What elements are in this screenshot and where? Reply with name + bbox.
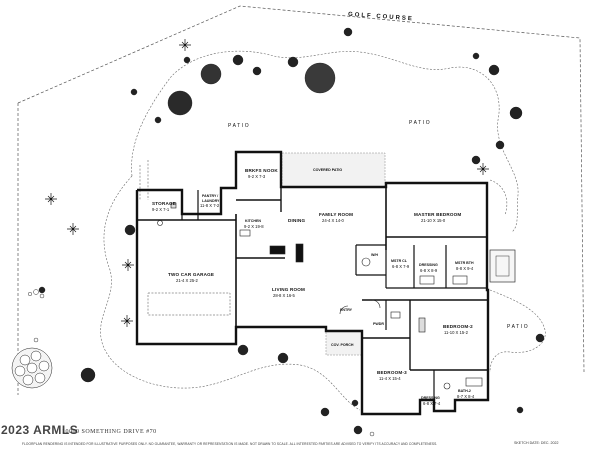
- shrub-icon: [232, 54, 244, 66]
- shrub-icon: [287, 56, 299, 68]
- room-label-dressing-2: DRESSING: [421, 396, 440, 400]
- shrub-icon: [237, 344, 249, 356]
- lot-boundary: [17, 5, 585, 395]
- disclaimer-text: FLOORPLAN RENDERING IS INTENDED FOR ILLU…: [22, 442, 438, 446]
- room-dim-master-bedroom: 21-10 X 15-0: [421, 218, 446, 223]
- room-dim-storage: 9-2 X 7-1: [152, 207, 170, 212]
- covered-porch-label: COV. PORCH: [331, 343, 354, 347]
- shrub-icon: [183, 56, 191, 64]
- room-label-bath-2: BATH-2: [458, 389, 471, 393]
- fixtures: [157, 202, 483, 390]
- room-label-bedroom-3: BEDROOM-3: [377, 370, 407, 375]
- house-walls: [135, 150, 490, 416]
- shrub-icon: [80, 367, 96, 383]
- palm-icon: [121, 315, 133, 327]
- room-label-storage: STORAGE: [152, 201, 176, 206]
- room-dim-pantry-laundry: 11-8 X 7-2: [200, 203, 220, 208]
- room-dim-bedroom-2: 11-10 X 15-2: [444, 330, 469, 335]
- room-dim-mstr-cl: 6-8 X 7-9: [392, 264, 410, 269]
- rocks: [27, 289, 375, 437]
- shrub-icon: [320, 407, 330, 417]
- shrub-icon: [200, 63, 222, 85]
- shrub-icon: [38, 286, 46, 294]
- room-label-brkfs-nook: BRKFS NOOK: [245, 168, 278, 173]
- shrub-icon: [488, 64, 500, 76]
- shrub-icon: [124, 224, 136, 236]
- room-label-master-bedroom: MASTER BEDROOM: [414, 212, 461, 217]
- shrub-icon: [351, 399, 359, 407]
- palm-icon: [122, 259, 134, 271]
- room-label-living-room: LIVING ROOM: [272, 287, 305, 292]
- room-dim-garage: 21-4 X 25-2: [176, 278, 199, 283]
- covered-patio: [281, 152, 386, 188]
- watermark: 2023 ARMLS: [1, 423, 79, 437]
- shrub-icon: [353, 425, 363, 435]
- shrub-icon: [130, 88, 138, 96]
- room-label-kitchen: KITCHEN: [245, 219, 261, 223]
- room-dim-dressing-2: 6-8 X 7-4: [423, 401, 441, 406]
- property-address: 10000 SOMETHING DRIVE #70: [62, 429, 157, 435]
- landscape-shrubs: [38, 27, 545, 435]
- patio-boundary: [100, 50, 546, 411]
- shrub-icon: [516, 406, 524, 414]
- patio-label: PATIO: [507, 324, 529, 330]
- room-label-pantry: PANTRY /: [202, 194, 218, 198]
- room-dim-brkfs-nook: 9-2 X 7-3: [248, 174, 266, 179]
- room-dim-bedroom-3: 11-4 X 15-4: [379, 376, 401, 381]
- patio-label: PATIO: [409, 120, 431, 126]
- room-label-mstr-bth: MSTR BTH: [455, 261, 474, 265]
- palm-trees: [45, 39, 489, 327]
- large-tree-icon: [11, 347, 53, 389]
- room-labels: BRKFS NOOK 9-2 X 7-3 STORAGE 9-2 X 7-1 P…: [152, 168, 475, 406]
- room-label-garage: TWO CAR GARAGE: [168, 272, 214, 277]
- shrub-icon: [509, 106, 523, 120]
- shrub-icon: [343, 27, 353, 37]
- shrub-icon: [495, 140, 505, 150]
- shrub-icon: [252, 66, 262, 76]
- side-patio-pad: [489, 249, 516, 283]
- patio-label: PATIO: [228, 123, 250, 129]
- room-label-family-room: FAMILY ROOM: [319, 212, 353, 217]
- palm-icon: [45, 193, 57, 205]
- room-dim-living-room: 28-8 X 16-5: [273, 293, 296, 298]
- sketch-date: SKETCH DATE: DEC. 2022: [514, 441, 559, 445]
- garage-door: [147, 292, 231, 316]
- room-dim-kitchen: 9-2 X 19-8: [244, 224, 264, 229]
- room-label-laundry: LAUNDRY: [202, 199, 220, 203]
- shrub-icon: [304, 62, 336, 94]
- shrub-icon: [535, 333, 545, 343]
- room-dim-dressing-1: 6-8 X 8-9: [420, 268, 438, 273]
- shrub-icon: [277, 352, 289, 364]
- room-label-powder: PWDR: [373, 322, 384, 326]
- palm-icon: [477, 163, 489, 175]
- shrub-icon: [167, 90, 193, 116]
- golf-course-label: GOLF COURSE: [348, 12, 414, 23]
- room-dim-mstr-bth: 8-8 X 9-4: [456, 266, 474, 271]
- room-label-mstr-cl: MSTR CL: [391, 259, 408, 263]
- room-dim-bath-2: 8-7 X 8-4: [457, 394, 475, 399]
- room-label-dressing-1: DRESSING: [419, 263, 438, 267]
- room-label-wh: W/H: [371, 253, 378, 257]
- palm-icon: [179, 39, 191, 51]
- room-label-dining: DINING: [288, 218, 306, 223]
- room-dim-family-room: 24-4 X 14-0: [322, 218, 345, 223]
- shrub-icon: [154, 116, 162, 124]
- room-label-entry: ENTRY: [340, 308, 353, 312]
- palm-icon: [67, 223, 79, 235]
- covered-porch: [325, 330, 363, 356]
- room-label-bedroom-2: BEDROOM-2: [443, 324, 473, 329]
- shrub-icon: [471, 155, 481, 165]
- covered-patio-label: COVERED PATIO: [313, 168, 342, 172]
- shrub-icon: [472, 52, 480, 60]
